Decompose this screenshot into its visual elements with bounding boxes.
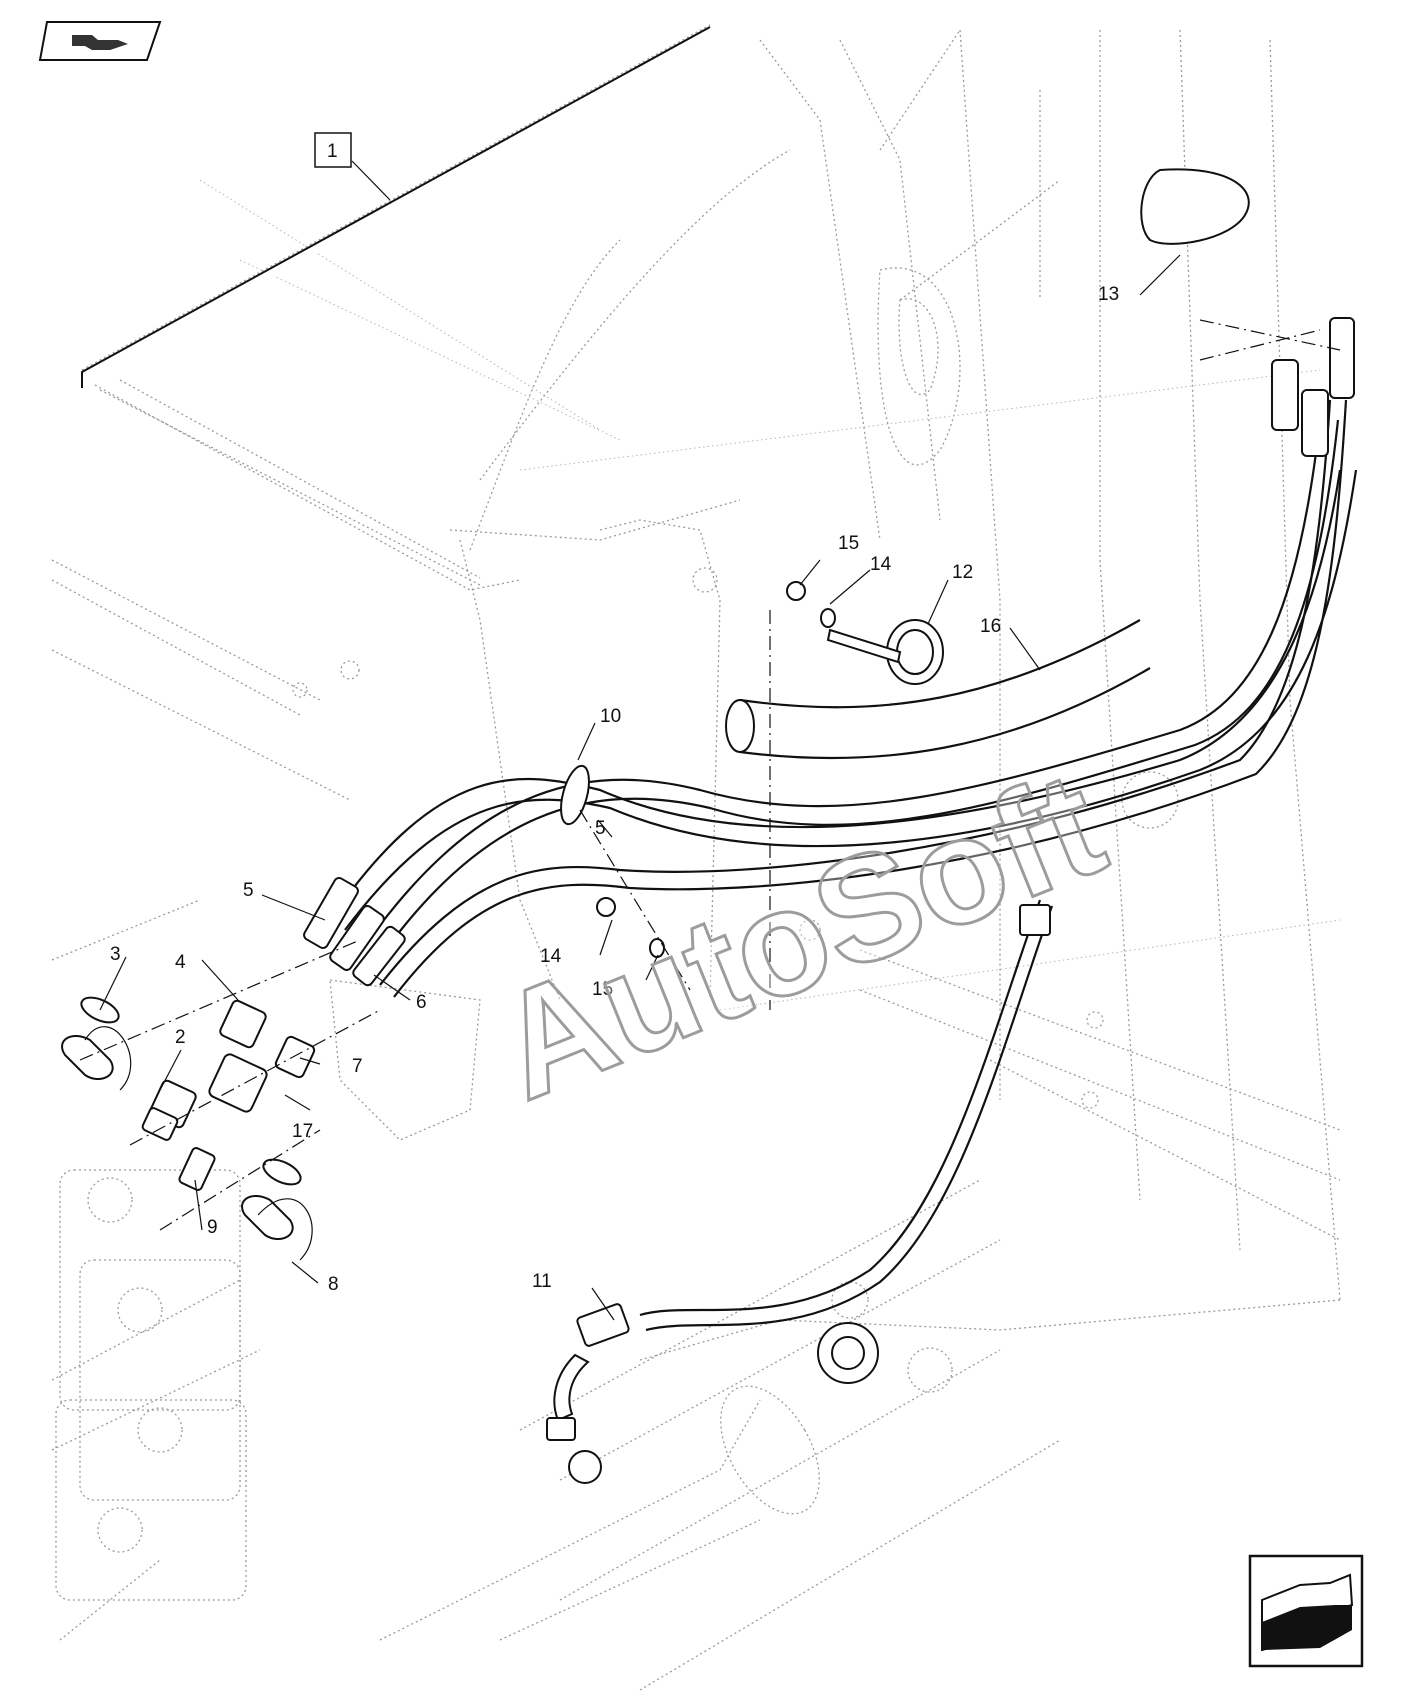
callout-box-1 [314, 132, 352, 168]
callout-5a: 5 [243, 880, 254, 901]
callout-16: 16 [980, 616, 1001, 637]
callout-leader-lines [99, 160, 1181, 1321]
callout-14a: 14 [870, 554, 892, 575]
callout-15b: 15 [592, 979, 613, 1000]
fittings-and-caps [61, 168, 1250, 1261]
protective-sleeve-hose [725, 619, 1151, 760]
machine-frame-background [51, 24, 1341, 1641]
callout-8: 8 [328, 1274, 339, 1295]
callout-10: 10 [600, 706, 621, 727]
callout-5b: 5 [595, 818, 606, 839]
callout-4: 4 [175, 952, 186, 973]
assembly-centerlines [79, 319, 1341, 1231]
lift-cylinder-background [559, 1322, 1061, 1691]
callout-labels: 1 2 3 4 5 5 6 7 8 9 10 11 12 13 14 14 15… [110, 132, 1119, 1295]
front-cover-panel [81, 26, 711, 586]
callout-15a: 15 [838, 533, 859, 554]
callout-3: 3 [110, 944, 121, 965]
callout-14b: 14 [540, 946, 562, 967]
callout-9: 9 [207, 1217, 218, 1238]
hydraulic-valve-block-background [55, 1169, 247, 1601]
callout-17: 17 [292, 1121, 313, 1142]
hydraulic-hose-bundle [303, 317, 1358, 998]
previous-page-arrow-icon[interactable] [38, 21, 162, 61]
next-page-arrow-icon[interactable] [1248, 1554, 1364, 1668]
callout-12: 12 [952, 562, 973, 583]
callout-2: 2 [175, 1027, 186, 1048]
callout-13: 13 [1098, 284, 1119, 305]
callout-11: 11 [532, 1271, 552, 1292]
callout-7: 7 [352, 1056, 363, 1077]
return-hose [546, 899, 1054, 1441]
callout-1: 1 [327, 141, 338, 162]
callout-6: 6 [416, 992, 427, 1013]
